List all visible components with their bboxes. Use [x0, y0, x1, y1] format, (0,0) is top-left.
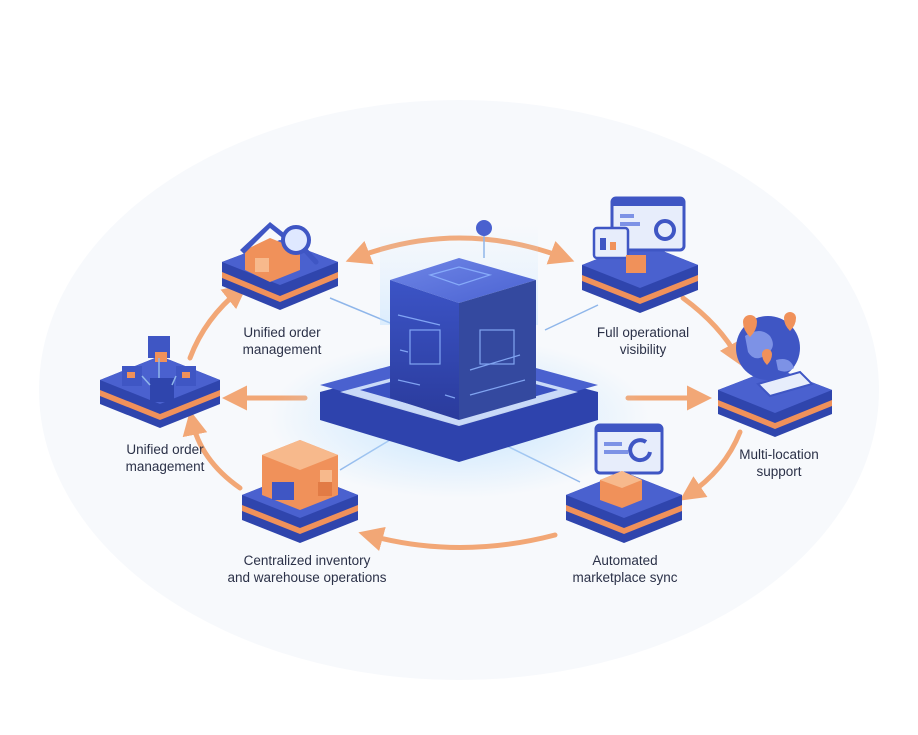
label-bottom-left: Centralized inventory and warehouse oper… [212, 552, 402, 586]
label-top-right: Full operational visibility [578, 324, 708, 358]
central-hub [269, 220, 649, 498]
package-cluster-icon [122, 336, 196, 402]
label-top-right-line1: Full operational [596, 325, 690, 340]
label-left-line2: management [125, 459, 205, 474]
chip-right [479, 329, 515, 365]
dashboard-screens-icon [592, 196, 686, 273]
arrow-left-upper [187, 283, 248, 361]
arrow-bottom [358, 526, 558, 552]
chip-left [409, 329, 441, 365]
node-top-right [582, 196, 698, 313]
label-left: Unified order management [110, 441, 220, 475]
cube-right-face [459, 280, 536, 420]
label-bottom-right-line2: marketplace sync [572, 570, 678, 585]
label-top-left-line2: management [242, 342, 322, 357]
sync-panel-box-icon [594, 423, 664, 508]
label-left-line1: Unified order [126, 442, 204, 457]
node-bottom-right [566, 423, 682, 543]
hub-pin-icon [476, 220, 492, 236]
node-top-left [222, 222, 338, 310]
house-magnifier-icon [240, 222, 319, 282]
label-bottom-left-line1: Centralized inventory [243, 553, 371, 568]
label-right-line2: support [756, 464, 802, 479]
label-bottom-right-line1: Automated [592, 553, 658, 568]
node-right [718, 312, 832, 437]
node-left [100, 336, 220, 428]
label-top-left-line1: Unified order [243, 325, 321, 340]
label-right: Multi-location support [724, 446, 834, 480]
globe-location-pins-icon [736, 312, 814, 398]
connector-top-right [544, 304, 599, 331]
node-bottom-left [242, 440, 358, 543]
arrow-bottom-left [182, 410, 243, 491]
circuit-lines [397, 314, 526, 399]
cube-top-face [390, 258, 536, 303]
cube-circuit-traces [397, 266, 526, 399]
label-bottom-left-line2: and warehouse operations [227, 570, 387, 585]
arrow-right-lower [679, 429, 743, 501]
top-chip [427, 266, 493, 286]
cube-left-face [390, 280, 459, 420]
label-right-line1: Multi-location [739, 447, 819, 462]
label-bottom-right: Automated marketplace sync [560, 552, 690, 586]
label-top-left: Unified order management [232, 324, 332, 358]
warehouse-boxes-icon [262, 440, 338, 510]
label-top-right-line2: visibility [619, 342, 667, 357]
arrow-top-right [680, 295, 743, 367]
